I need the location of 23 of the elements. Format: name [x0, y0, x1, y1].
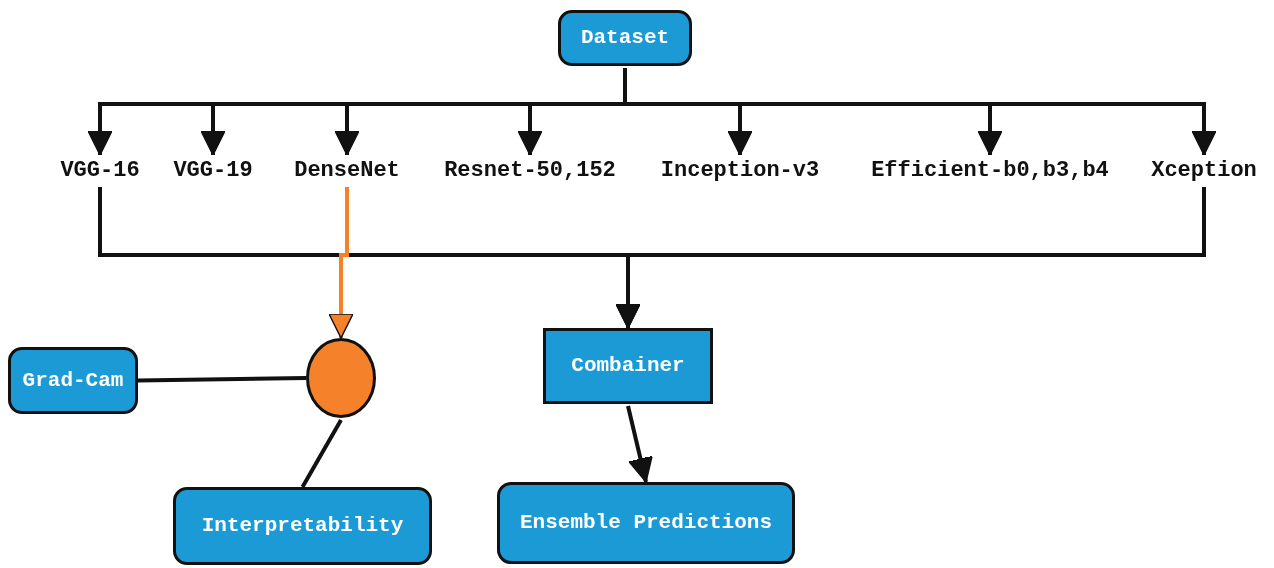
process-box — [8, 347, 138, 414]
process-box — [558, 10, 692, 66]
box-label: Ensemble Predictions — [519, 510, 772, 537]
arrow — [626, 405, 653, 483]
process-box — [497, 482, 795, 564]
connector-line — [300, 419, 343, 488]
process-box — [173, 487, 432, 565]
model-label: VGG-19 — [163, 155, 263, 185]
model-label: DenseNet — [284, 155, 410, 185]
connector-line — [137, 376, 307, 383]
box-label: Interpretability — [201, 513, 404, 540]
model-label: Inception-v3 — [650, 155, 830, 185]
model-label: Xception — [1140, 155, 1268, 185]
arrow — [328, 187, 354, 339]
box-label: Dataset — [580, 25, 670, 52]
model-label: VGG-16 — [50, 155, 150, 185]
model-label: Efficient-b0,b3,b4 — [852, 155, 1128, 185]
model-label: Resnet-50,152 — [430, 155, 630, 185]
arrow — [615, 187, 1206, 329]
box-label: Grad-Cam — [22, 367, 124, 394]
box-label: Combainer — [571, 353, 685, 380]
process-box — [543, 328, 713, 404]
junction-circle — [306, 338, 376, 418]
